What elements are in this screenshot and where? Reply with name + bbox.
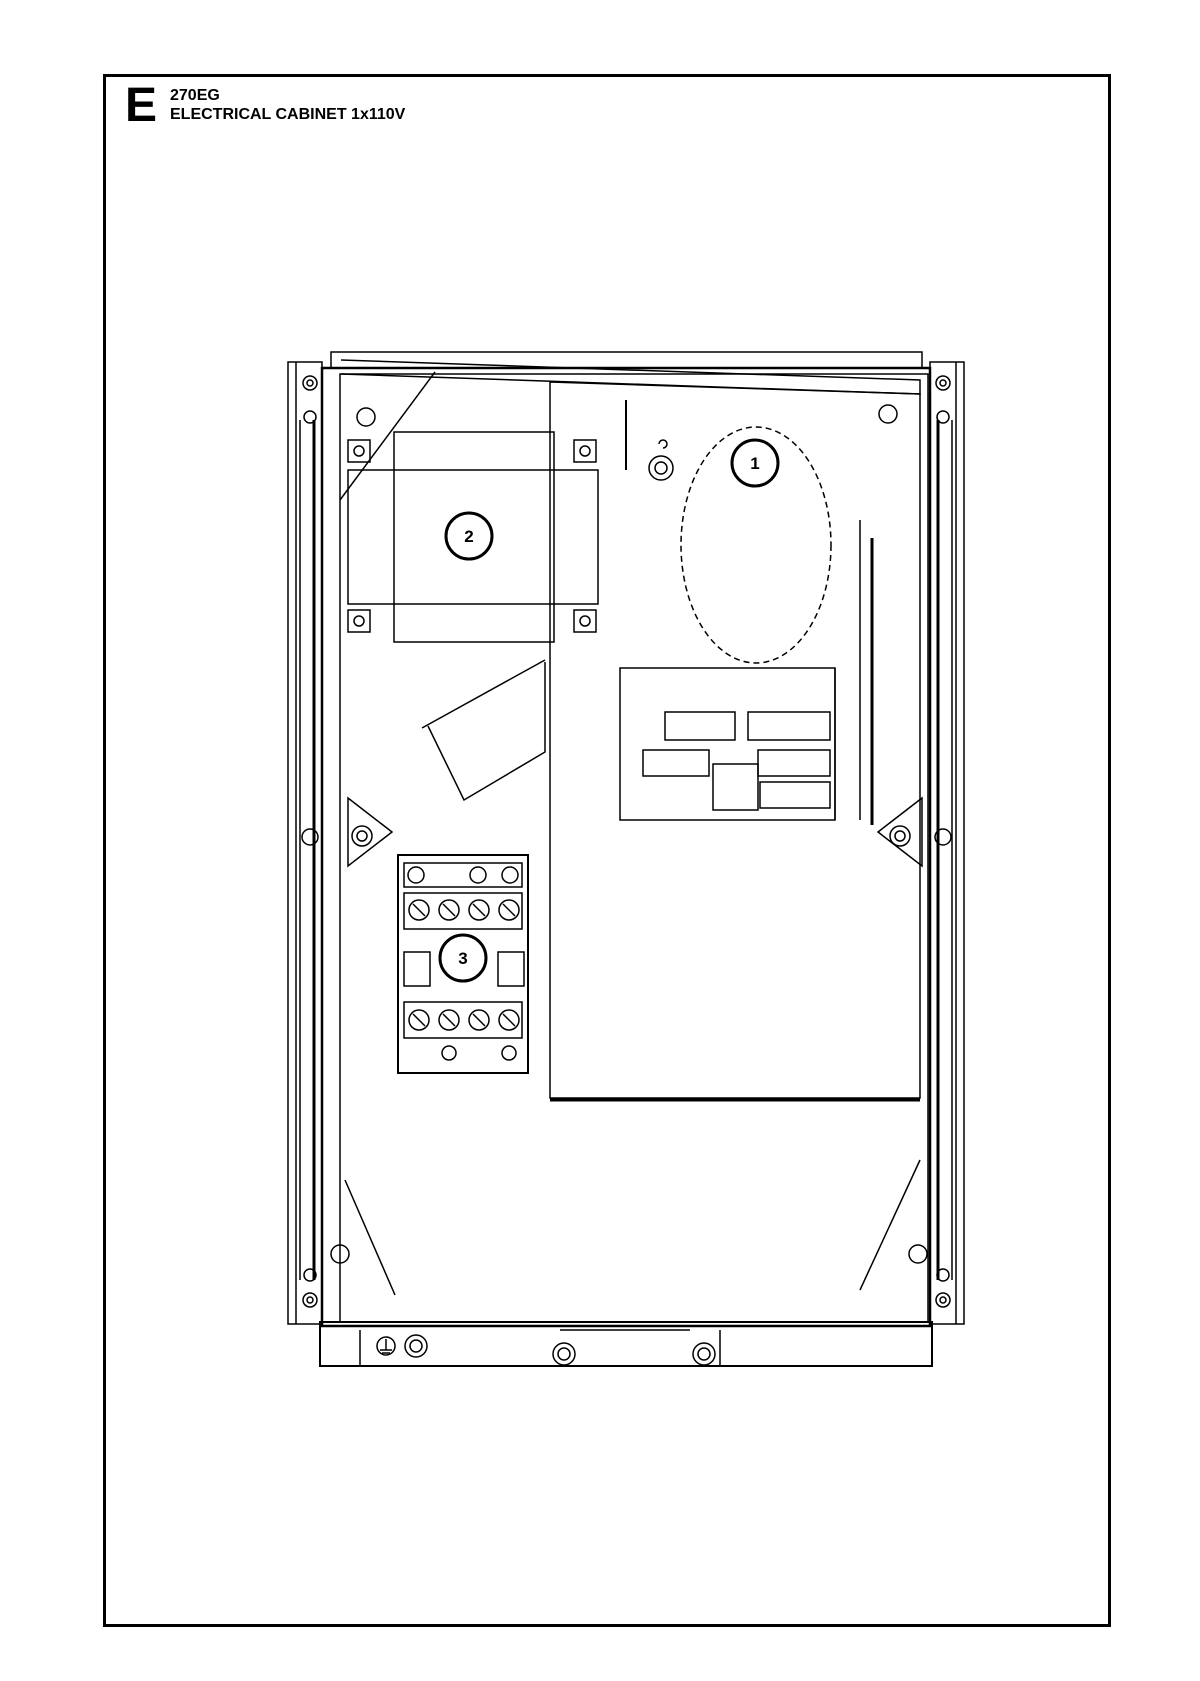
callout-1: 1 (730, 438, 780, 488)
top-cap (330, 351, 923, 395)
bottom-terminal-bar (319, 1321, 933, 1367)
drive-unit (549, 381, 921, 1102)
enclosure-body (320, 366, 932, 1328)
mid-brackets (347, 796, 923, 868)
page-frame (103, 74, 1111, 1627)
model-code: 270EG (170, 87, 220, 104)
callout-3-label: 3 (458, 949, 467, 968)
right-mounting-rail (929, 361, 965, 1325)
callout-3: 3 (438, 933, 488, 983)
callout-2: 2 (444, 511, 494, 561)
enclosure-bevels (339, 371, 921, 1296)
bottom-screws (376, 1334, 716, 1366)
fixing-holes (301, 375, 952, 1308)
section-letter: E (125, 79, 158, 132)
transformer (347, 431, 599, 802)
contactor (397, 854, 529, 1074)
cabinet-title: ELECTRICAL CABINET 1x110V (170, 106, 406, 123)
callout-2-label: 2 (464, 527, 473, 546)
left-mounting-rail (287, 361, 323, 1325)
callout-1-label: 1 (750, 454, 759, 473)
